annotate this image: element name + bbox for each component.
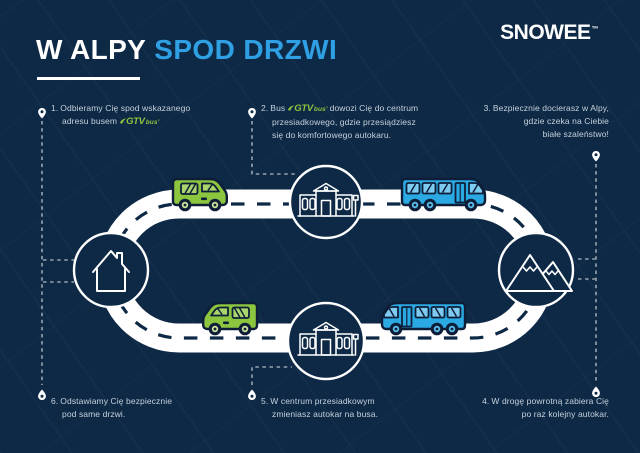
hub-node-circle-top <box>288 164 364 240</box>
step-text: zmieniasz autokar na busa. <box>272 409 379 419</box>
connector-center-bottom <box>251 366 292 385</box>
gtv-swoosh-icon <box>119 118 127 124</box>
destination-node-circle <box>497 231 575 309</box>
house-icon <box>92 250 130 292</box>
step-text: Bezpiecznie docierasz w Alpy, <box>492 103 609 113</box>
brand-logo: SNOWEE™ <box>500 21 598 45</box>
location-pin-icon <box>248 389 256 400</box>
trademark-mark: ™ <box>591 26 599 33</box>
step-text: białe szaleństwo! <box>542 129 609 139</box>
gtv-swoosh-icon <box>288 105 295 111</box>
gtv-bus-logo: GTVbus’ <box>287 103 328 114</box>
title-part-white: W ALPY <box>36 34 147 65</box>
start-node-circle <box>72 231 150 309</box>
location-pin-icon <box>592 151 600 162</box>
step-text: się do komfortowego autokaru. <box>272 130 392 140</box>
road-loop <box>97 189 555 353</box>
brand-name: SNOWEE <box>500 21 591 44</box>
step-text: W centrum przesiadkowym <box>270 396 375 406</box>
step-number: 6. <box>51 396 59 406</box>
step-text: dowozi Cię do centrum <box>329 103 419 113</box>
location-pin-icon <box>248 108 256 119</box>
location-pin-icon <box>38 389 46 400</box>
step-number: 3. <box>483 103 491 113</box>
blue-bus-bottom <box>380 301 467 337</box>
step-number: 5. <box>261 396 269 406</box>
blue-bus-top <box>400 177 487 213</box>
location-pin-icon <box>38 108 46 119</box>
step-text: Odstawiamy Cię bezpiecznie <box>60 396 173 406</box>
step-number: 4. <box>482 396 490 406</box>
step-text: po raz kolejny autokar. <box>521 409 609 419</box>
step-4: 4.W drogę powrotną zabiera Cię po raz ko… <box>482 395 609 421</box>
road-centerline-dashes <box>110 202 542 340</box>
step-text: przesiadkowego, gdzie przesiądziesz <box>272 117 416 127</box>
step-text: W drogę powrotną zabiera Cię <box>491 396 609 406</box>
title-part-blue: SPOD DRZWI <box>154 34 338 65</box>
step-1: 1.Odbieramy Cię spod wskazanego adresu b… <box>51 102 190 129</box>
green-van-bottom <box>201 301 259 337</box>
title-underline <box>37 77 140 80</box>
step-5: 5.W centrum przesiadkowym zmieniasz auto… <box>261 395 378 421</box>
step-text: gdzie czeka na Ciebie <box>523 116 609 126</box>
station-building-icon <box>297 321 359 356</box>
hub-node-circle-bottom <box>286 301 366 381</box>
step-number: 2. <box>261 103 269 113</box>
step-text: Bus <box>270 103 286 113</box>
mountains-icon <box>505 254 573 292</box>
step-number: 1. <box>51 103 59 113</box>
step-text: adresu busem <box>62 116 118 126</box>
step-text: pod same drzwi. <box>62 409 126 419</box>
step-text: Odbieramy Cię spod wskazanego <box>60 103 191 113</box>
step-3: 3.Bezpiecznie docierasz w Alpy, gdzie cz… <box>484 102 609 141</box>
green-van-top <box>171 177 229 213</box>
step-6: 6.Odstawiamy Cię bezpiecznie pod same dr… <box>51 395 172 421</box>
dashed-connector-lines <box>41 121 597 385</box>
station-building-icon <box>297 182 359 217</box>
gtv-bus-logo: GTVbus’ <box>119 116 159 127</box>
